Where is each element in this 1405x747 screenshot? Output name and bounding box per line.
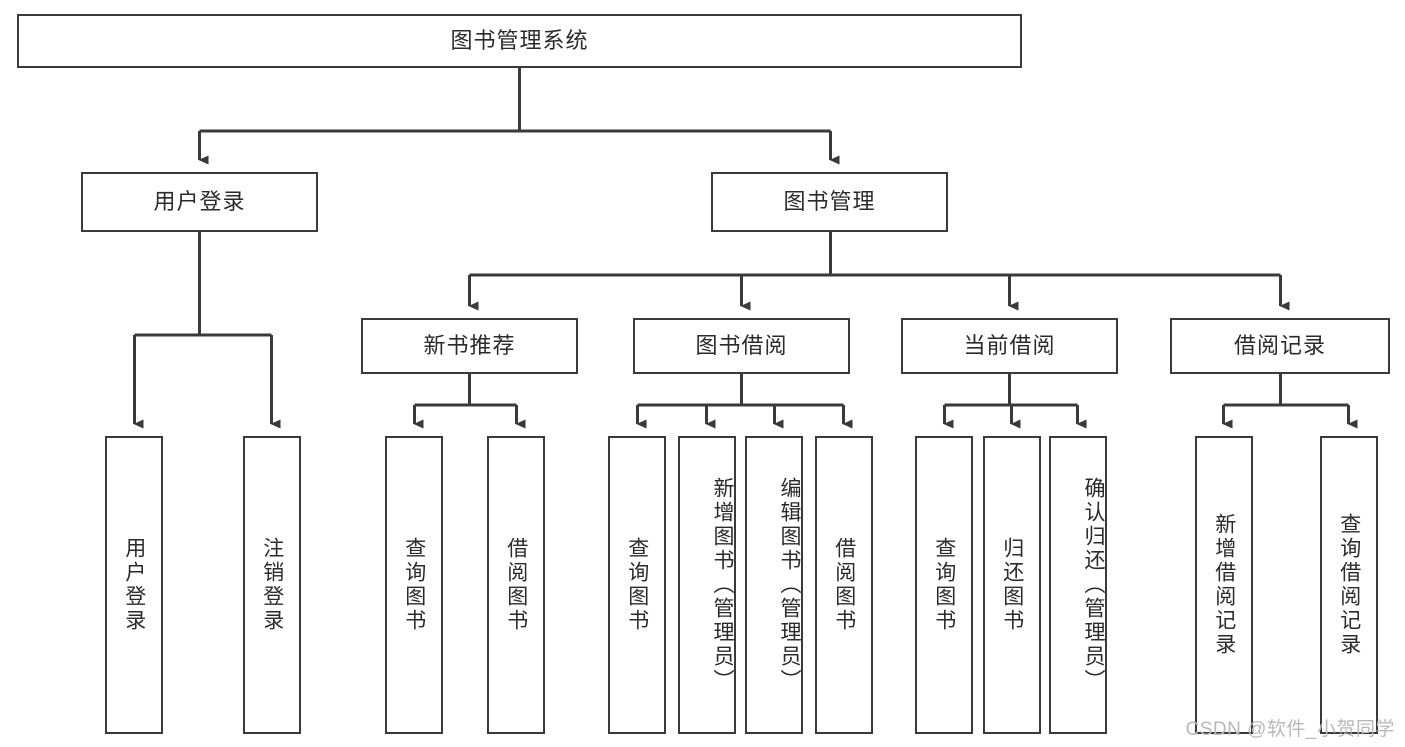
leaf-return-book[interactable]: 归还图书: [983, 436, 1041, 734]
node-book-borrow-label: 图书借阅: [695, 332, 788, 358]
leaf-confirm-return-admin[interactable]: 确认归还（管理员）: [1049, 436, 1107, 734]
node-current-borrow[interactable]: 当前借阅: [901, 318, 1118, 374]
node-new-book-recommend[interactable]: 新书推荐: [361, 318, 578, 374]
node-current-borrow-label: 当前借阅: [963, 332, 1056, 358]
leaf-borrow-book[interactable]: 借阅图书: [815, 436, 873, 734]
node-book-management[interactable]: 图书管理: [711, 172, 948, 232]
leaf-borrow-book-recommend[interactable]: 借阅图书: [487, 436, 545, 734]
node-user-login-label: 用户登录: [153, 188, 246, 214]
leaf-add-borrow-record-label: 新增借阅记录: [1212, 513, 1236, 657]
leaf-user-login-label: 用户登录: [122, 537, 146, 633]
leaf-confirm-return-admin-label: 确认归还（管理员）: [1082, 477, 1105, 693]
leaf-query-borrow-record-label: 查询借阅记录: [1337, 513, 1361, 657]
node-root-label: 图书管理系统: [450, 27, 589, 53]
leaf-logout[interactable]: 注销登录: [243, 436, 301, 734]
node-borrow-record[interactable]: 借阅记录: [1170, 318, 1390, 374]
leaf-edit-book-admin[interactable]: 编辑图书（管理员）: [745, 436, 803, 734]
node-new-book-recommend-label: 新书推荐: [423, 332, 516, 358]
leaf-borrow-book-label: 借阅图书: [832, 537, 856, 633]
csdn-watermark: CSDN @软件_小贺同学: [1185, 719, 1395, 740]
leaf-query-book-recommend[interactable]: 查询图书: [385, 436, 443, 734]
node-book-management-label: 图书管理: [783, 188, 876, 214]
leaf-query-book-current-label: 查询图书: [932, 537, 956, 633]
leaf-query-book-borrow-label: 查询图书: [625, 537, 649, 633]
leaf-return-book-label: 归还图书: [1000, 537, 1024, 633]
leaf-query-borrow-record[interactable]: 查询借阅记录: [1320, 436, 1378, 734]
leaf-query-book-current[interactable]: 查询图书: [915, 436, 973, 734]
leaf-logout-label: 注销登录: [260, 537, 284, 633]
leaf-user-login[interactable]: 用户登录: [105, 436, 163, 734]
leaf-add-book-admin[interactable]: 新增图书（管理员）: [678, 436, 736, 734]
leaf-query-book-recommend-label: 查询图书: [402, 537, 426, 633]
node-user-login[interactable]: 用户登录: [81, 172, 318, 232]
leaf-add-borrow-record[interactable]: 新增借阅记录: [1195, 436, 1253, 734]
leaf-add-book-admin-label: 新增图书（管理员）: [711, 477, 734, 693]
node-root[interactable]: 图书管理系统: [17, 14, 1022, 68]
node-book-borrow[interactable]: 图书借阅: [633, 318, 850, 374]
leaf-borrow-book-recommend-label: 借阅图书: [504, 537, 528, 633]
leaf-edit-book-admin-label: 编辑图书（管理员）: [778, 477, 801, 693]
node-borrow-record-label: 借阅记录: [1233, 332, 1326, 358]
leaf-query-book-borrow[interactable]: 查询图书: [608, 436, 666, 734]
